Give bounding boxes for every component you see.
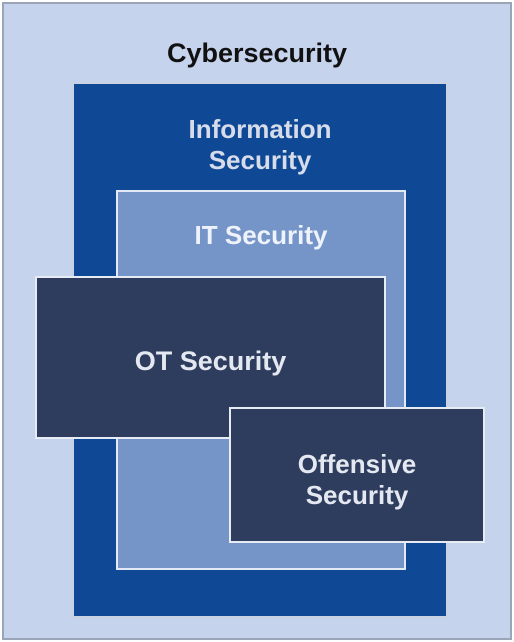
ot-security-box: OT Security	[35, 276, 386, 439]
information-security-label-line-1: Information	[188, 114, 332, 144]
cybersecurity-label: Cybersecurity	[166, 38, 348, 68]
it-security-label: IT Security	[194, 220, 328, 250]
offensive-security-box: Offensive Security	[229, 407, 485, 543]
ot-security-label: OT Security	[134, 346, 287, 376]
offensive-security-label: Offensive Security	[231, 449, 483, 510]
offensive-security-label-line-1: Offensive	[297, 449, 417, 479]
information-security-label-line-2: Security	[208, 144, 312, 175]
offensive-security-label-line-2: Security	[305, 479, 409, 510]
information-security-label: Information Security	[74, 114, 446, 175]
